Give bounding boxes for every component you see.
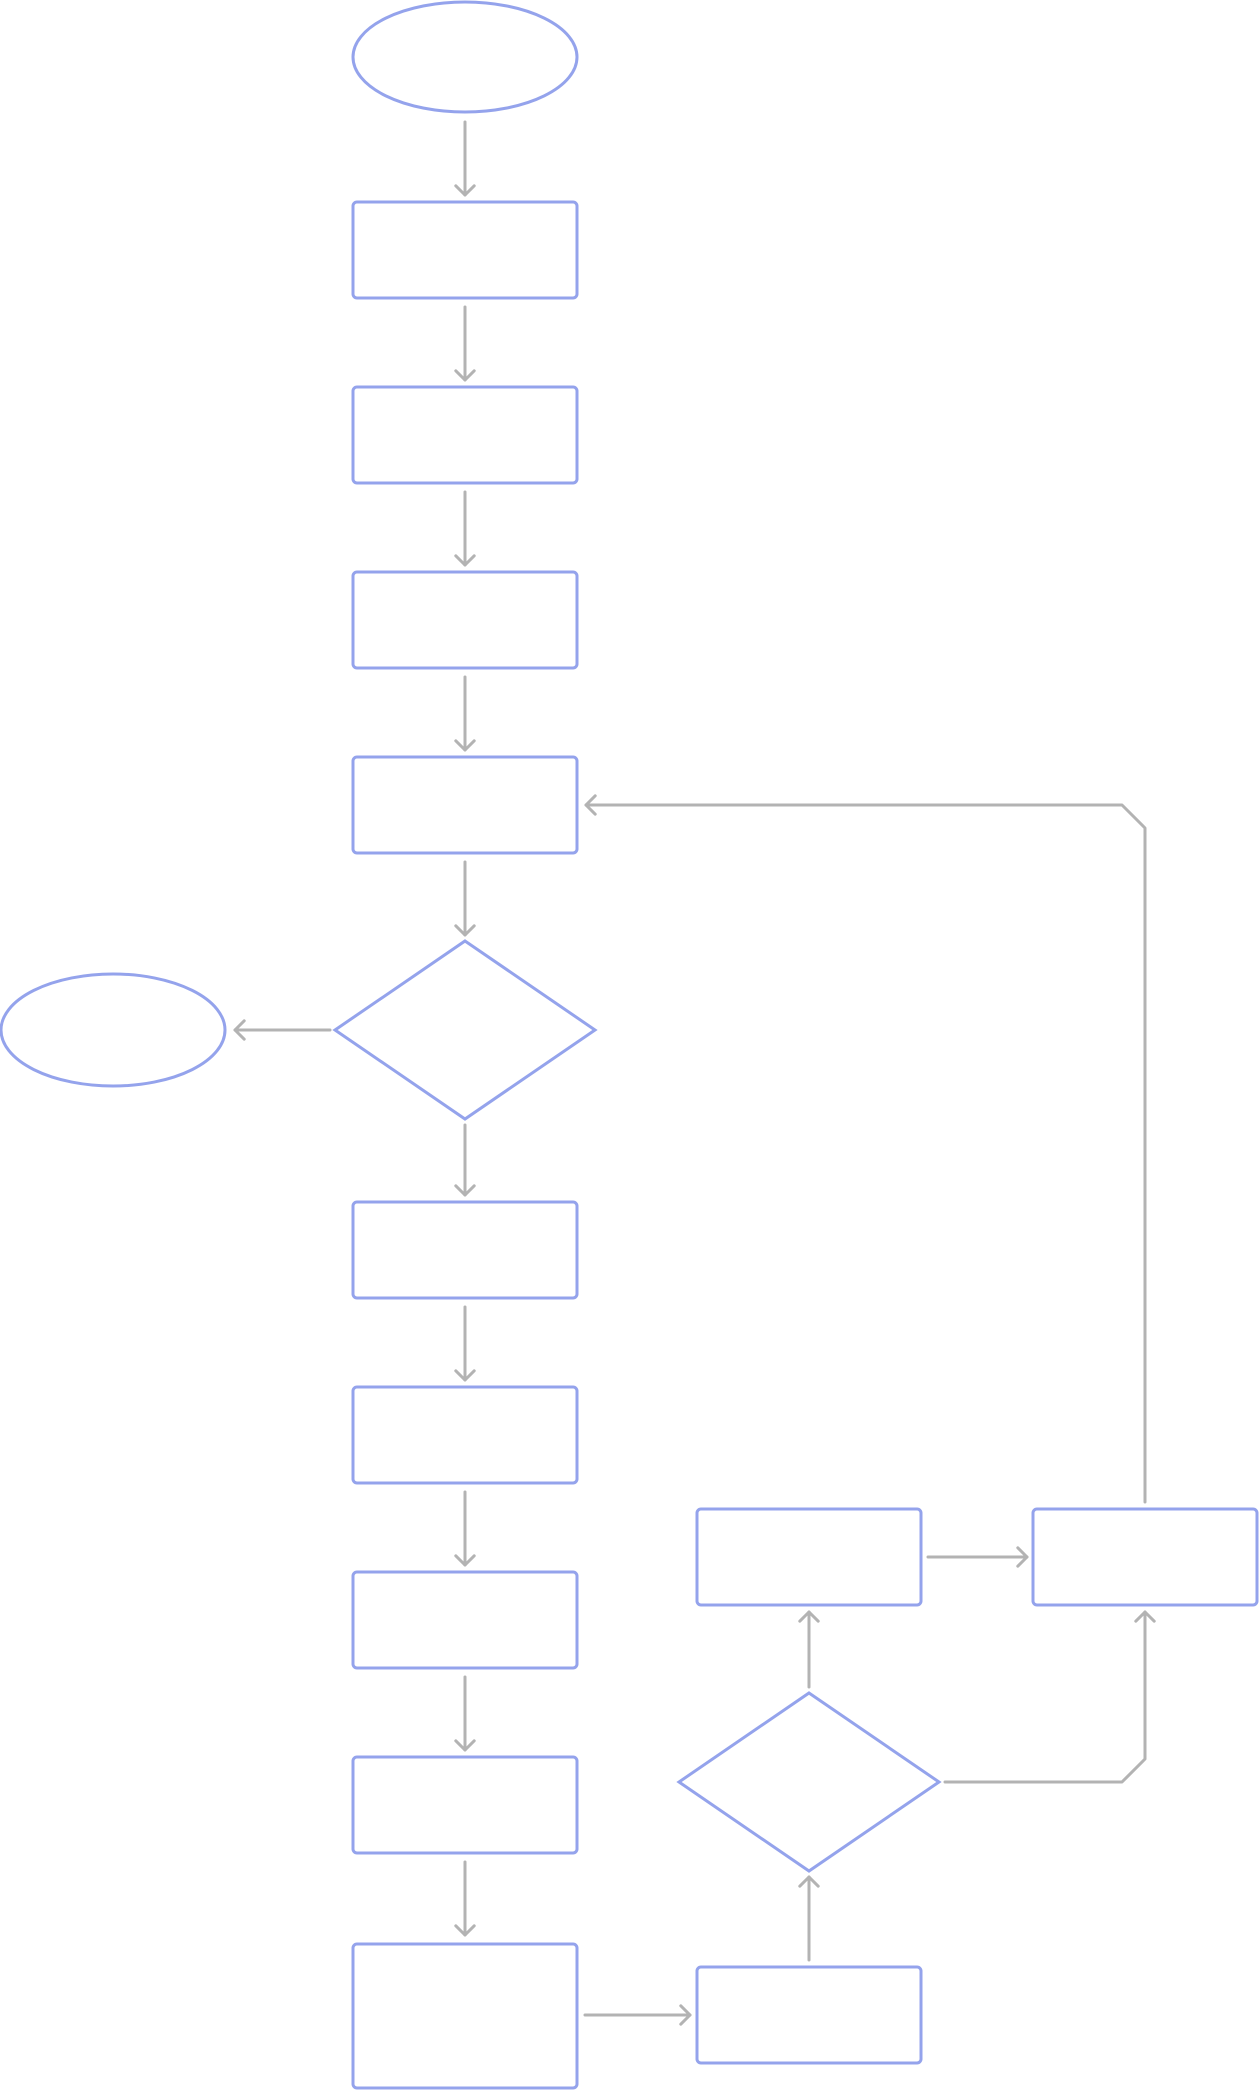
flowchart-edge[interactable]	[454, 305, 476, 382]
flowchart-node-diamond[interactable]	[676, 1691, 942, 1873]
node-shape	[695, 1507, 923, 1607]
node-shape	[351, 385, 579, 485]
flowchart-edge[interactable]	[233, 1019, 332, 1041]
flowchart-edge[interactable]	[943, 1610, 1156, 1784]
flowchart-node-rect[interactable]	[351, 1570, 579, 1670]
flowchart-node-ellipse[interactable]	[0, 972, 227, 1088]
flowchart-edge[interactable]	[454, 1123, 476, 1197]
arrowhead-icon	[1134, 1610, 1156, 1623]
node-shape	[351, 1942, 579, 2090]
node-shape	[695, 1965, 923, 2065]
edge-line	[584, 803, 1147, 1504]
arrowhead-icon	[1016, 1546, 1029, 1568]
flowchart-edge[interactable]	[454, 860, 476, 937]
arrowhead-icon	[454, 1184, 476, 1197]
flowchart-edge[interactable]	[798, 1875, 820, 1962]
flowchart-edge[interactable]	[454, 675, 476, 752]
flowchart-node-rect[interactable]	[695, 1507, 923, 1607]
arrowhead-icon	[679, 2004, 692, 2026]
flowchart-node-rect[interactable]	[351, 1755, 579, 1855]
edge-line	[943, 1610, 1147, 1784]
flowchart-edge[interactable]	[454, 1490, 476, 1567]
flowchart-node-rect[interactable]	[351, 385, 579, 485]
arrowhead-icon	[454, 184, 476, 197]
flowchart-node-rect[interactable]	[351, 1942, 579, 2090]
flowchart-edge[interactable]	[454, 1305, 476, 1382]
flowchart-node-rect[interactable]	[351, 200, 579, 300]
node-shape	[676, 1691, 942, 1873]
flowchart-node-rect[interactable]	[351, 1385, 579, 1485]
node-shape	[351, 570, 579, 670]
flowchart-edge[interactable]	[798, 1610, 820, 1689]
node-shape	[351, 1200, 579, 1300]
arrowhead-icon	[454, 739, 476, 752]
flowchart-edge[interactable]	[454, 490, 476, 567]
node-shape	[351, 200, 579, 300]
arrowhead-icon	[454, 1554, 476, 1567]
flowchart-node-rect[interactable]	[351, 1200, 579, 1300]
flowchart-edge[interactable]	[926, 1546, 1029, 1568]
arrowhead-icon	[798, 1875, 820, 1888]
arrowhead-icon	[233, 1019, 246, 1041]
node-shape	[351, 1755, 579, 1855]
flowchart-node-diamond[interactable]	[332, 939, 598, 1121]
flowchart-edge[interactable]	[454, 1675, 476, 1752]
flowchart-node-rect[interactable]	[1031, 1507, 1259, 1607]
flowchart-edge[interactable]	[454, 120, 476, 197]
arrowhead-icon	[454, 1369, 476, 1382]
flowchart-node-ellipse[interactable]	[351, 0, 579, 114]
arrowhead-icon	[454, 1739, 476, 1752]
node-shape	[332, 939, 598, 1121]
arrowhead-icon	[454, 1924, 476, 1937]
flowchart-node-rect[interactable]	[695, 1965, 923, 2065]
node-shape	[351, 755, 579, 855]
node-shape	[1031, 1507, 1259, 1607]
node-shape	[0, 972, 227, 1088]
node-shape	[351, 1570, 579, 1670]
arrowhead-icon	[798, 1610, 820, 1623]
arrowhead-icon	[454, 554, 476, 567]
arrowhead-icon	[454, 924, 476, 937]
arrowhead-icon	[584, 794, 597, 816]
edges-layer	[233, 120, 1156, 2026]
flowchart-edge[interactable]	[583, 2004, 692, 2026]
flowchart-edge[interactable]	[454, 1860, 476, 1937]
flowchart-node-rect[interactable]	[351, 570, 579, 670]
node-shape	[351, 1385, 579, 1485]
node-shape	[351, 0, 579, 114]
flowchart-edge[interactable]	[584, 794, 1147, 1504]
flowchart-node-rect[interactable]	[351, 755, 579, 855]
arrowhead-icon	[454, 369, 476, 382]
